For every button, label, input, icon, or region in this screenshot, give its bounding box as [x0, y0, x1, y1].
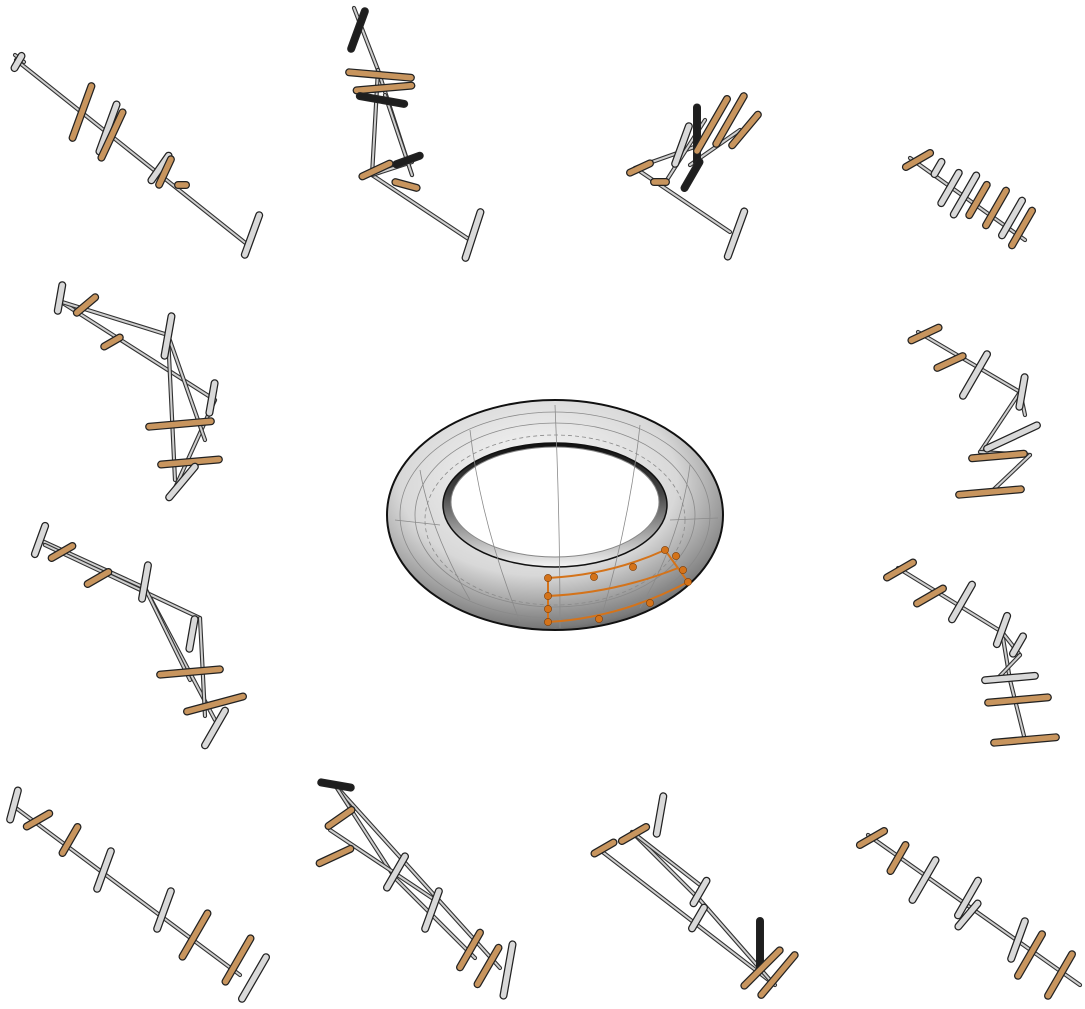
linkage-left-lower — [35, 526, 243, 745]
linkage-top-center-left — [349, 8, 480, 258]
linkage-top-center-right — [630, 96, 758, 256]
linkage-left-upper — [58, 285, 219, 497]
torus — [387, 400, 723, 630]
linkage-bottom-center-left — [320, 782, 513, 995]
linkage-bottom-center-right — [594, 796, 794, 995]
linkage-top-left — [15, 55, 260, 255]
linkage-right-upper — [911, 328, 1037, 495]
linkage-bottom-left — [10, 791, 266, 999]
linkage-right-lower — [887, 563, 1056, 743]
linkage-bottom-right — [860, 831, 1080, 996]
linkage-top-right — [906, 153, 1032, 245]
